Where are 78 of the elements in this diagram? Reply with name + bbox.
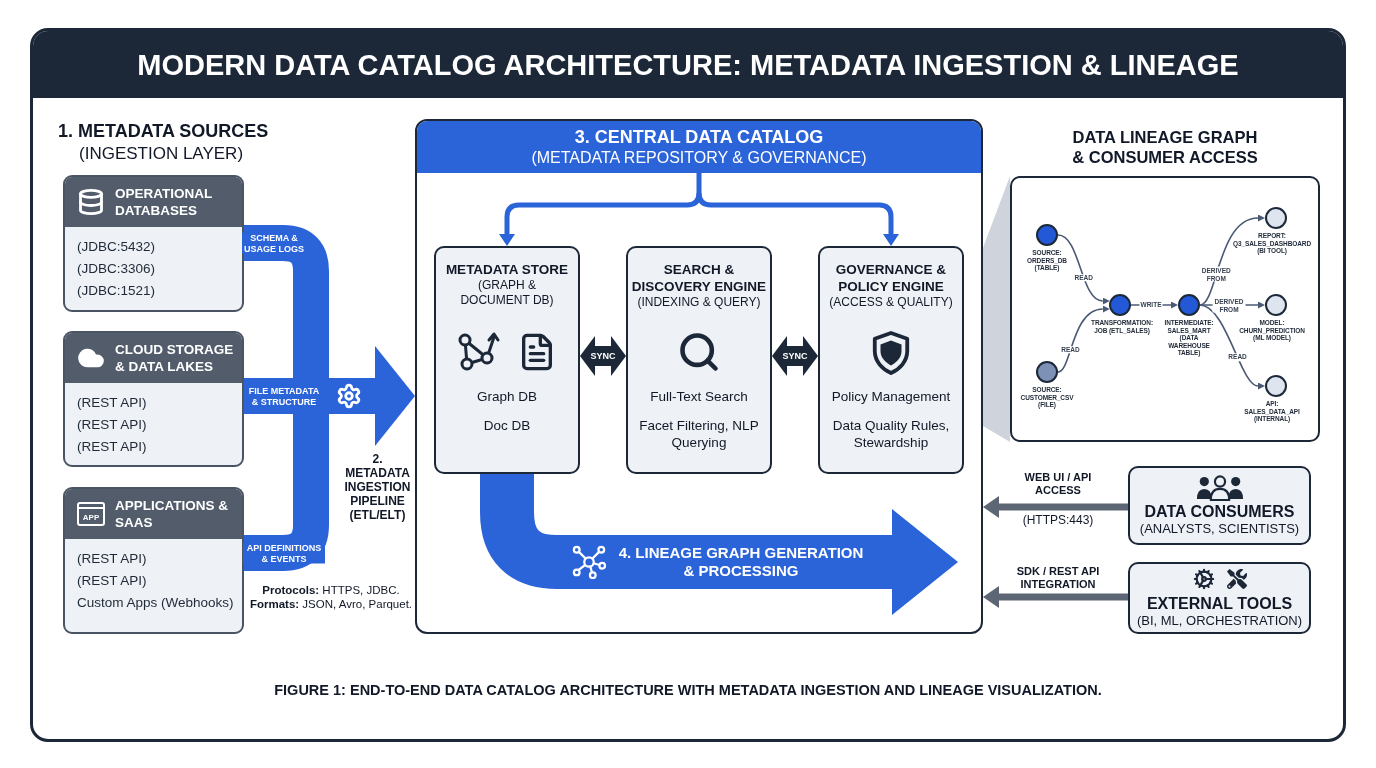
source-card — [63, 487, 244, 634]
catalog-container — [415, 119, 983, 634]
source-card — [63, 175, 244, 312]
panel-item: Facet Filtering, NLP Querying — [638, 417, 760, 451]
card-title: APPLICATIONS & SAAS — [115, 497, 229, 531]
protocol-note: Protocols: HTTPS, JDBC. Formats: JSON, Avro, Parquet. — [248, 583, 414, 611]
engine-panel — [818, 246, 964, 474]
section-heading: 1. METADATA SOURCES — [58, 120, 269, 142]
pipeline-label: 2. METADATA INGESTION PIPELINE (ETL/ELT) — [343, 452, 412, 522]
edge-label: SYNC — [590, 351, 616, 361]
pipeline-arrow — [367, 346, 415, 446]
edge-label: SYNC — [782, 351, 808, 361]
graph-node — [1178, 294, 1200, 316]
source-item: (REST API) — [77, 394, 147, 412]
access-arrow — [983, 496, 1128, 518]
card-title: OPERATIONAL DATABASES — [115, 185, 213, 219]
panel-item: Graph DB — [477, 388, 537, 405]
panel-title: METADATA STORE — [445, 261, 569, 278]
sync-double-arrow — [580, 336, 626, 376]
panel-item: Doc DB — [483, 417, 531, 434]
panel-title: GOVERNANCE & POLICY ENGINE — [834, 261, 948, 295]
graph-node — [1265, 294, 1287, 316]
projection-wedge — [983, 176, 1010, 442]
consumer-card — [1128, 466, 1311, 545]
branch-arrow — [696, 192, 899, 246]
graph-node — [1265, 375, 1287, 397]
edge-label: API DEFINITIONS & EVENTS — [243, 542, 325, 564]
card-subtitle: (ANALYSTS, SCIENTISTS) — [1139, 520, 1300, 537]
source-item: Custom Apps (Webhooks) — [77, 594, 234, 612]
lineage-edge — [1199, 304, 1265, 390]
section-subheading: (INGESTION LAYER) — [79, 143, 244, 164]
source-card — [63, 331, 244, 467]
lineage-edge — [1057, 234, 1110, 305]
card-title: DATA CONSUMERS — [1144, 502, 1295, 521]
diagram-title: MODERN DATA CATALOG ARCHITECTURE: METADATA INGESTION & LINEAGE — [137, 47, 1239, 82]
source-item: (JDBC:1521) — [77, 282, 156, 300]
panel-heading: DATA LINEAGE GRAPH & CONSUMER ACCESS — [1071, 127, 1259, 167]
panel-item: Policy Management — [831, 388, 951, 405]
graph-node — [1265, 207, 1287, 229]
flow-band — [244, 378, 293, 414]
panel-item: Data Quality Rules, Stewardship — [831, 417, 951, 451]
card-subtitle: (BI, ML, ORCHESTRATION) — [1136, 612, 1303, 629]
consumer-card — [1128, 562, 1311, 634]
source-item: (JDBC:3306) — [77, 260, 156, 278]
edge-label: SDK / REST API INTEGRATION — [1015, 565, 1101, 591]
sync-double-arrow — [772, 336, 818, 376]
flow-band — [480, 474, 559, 589]
flow-band — [244, 414, 329, 571]
source-item: (REST API) — [77, 572, 147, 590]
edge-label: WEB UI / API ACCESS — [1023, 471, 1093, 497]
icon-text: APP — [82, 513, 100, 522]
source-item: (REST API) — [77, 416, 147, 434]
source-item: (REST API) — [77, 438, 147, 456]
panel-subtitle: (INDEXING & QUERY) — [637, 295, 761, 310]
card-title: EXTERNAL TOOLS — [1146, 594, 1293, 613]
edge-label: SCHEMA & USAGE LOGS — [242, 232, 306, 254]
panel-item: Full-Text Search — [650, 388, 748, 405]
graph-node — [1036, 224, 1058, 246]
panel-subtitle: (ACCESS & QUALITY) — [829, 295, 953, 310]
catalog-subtitle: (METADATA REPOSITORY & GOVERNANCE) — [531, 148, 867, 167]
panel-subtitle: (GRAPH & DOCUMENT DB) — [459, 278, 555, 308]
engine-panel — [626, 246, 772, 474]
figure-caption: FIGURE 1: END-TO-END DATA CATALOG ARCHITECTURE WITH METADATA INGESTION AND LINEAGE VISUALIZATION. — [274, 681, 1102, 699]
source-item: (JDBC:5432) — [77, 238, 156, 256]
panel-title: SEARCH & DISCOVERY ENGINE — [631, 261, 767, 295]
access-arrow — [983, 586, 1128, 608]
lineage-edge — [1057, 305, 1110, 373]
edge-note: (HTTPS:443) — [1022, 513, 1094, 527]
engine-panel — [434, 246, 580, 474]
source-item: (REST API) — [77, 550, 147, 568]
card-title: CLOUD STORAGE & DATA LAKES — [115, 341, 235, 375]
graph-node — [1109, 294, 1131, 316]
catalog-title: 3. CENTRAL DATA CATALOG — [574, 127, 824, 148]
flow-band — [293, 378, 331, 414]
graph-node — [1036, 361, 1058, 383]
flow-band — [244, 225, 329, 378]
branch-arrow — [499, 192, 702, 246]
band-title: 4. LINEAGE GRAPH GENERATION & PROCESSING — [617, 544, 865, 580]
